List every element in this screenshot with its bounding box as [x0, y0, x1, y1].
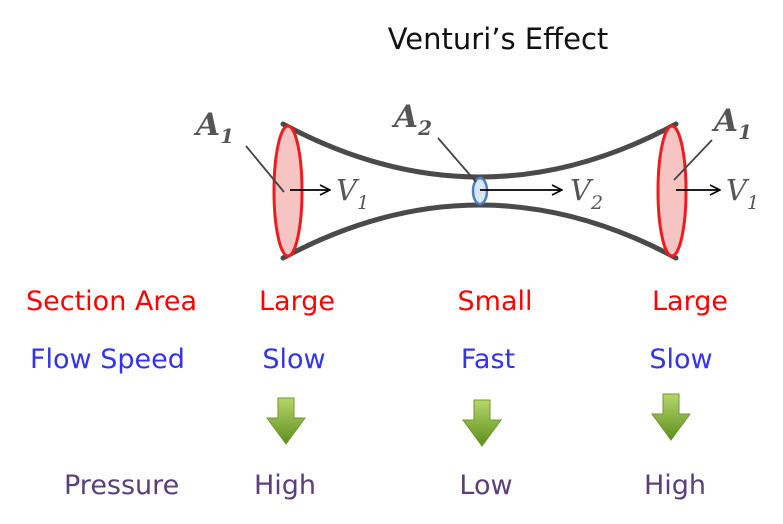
flow-speed-row: Flow Speed Slow Fast Slow	[30, 344, 713, 375]
flow-speed-left-value: Slow	[262, 344, 325, 375]
section-area-label: Section Area	[26, 286, 197, 317]
right-cross-section	[656, 124, 688, 258]
tube-bottom-wall	[280, 202, 679, 261]
section-area-row: Section Area Large Small Large	[26, 286, 728, 317]
left-area-label: A1	[193, 107, 234, 148]
pressure-throat-value: Low	[459, 470, 512, 501]
left-cross-section	[272, 124, 304, 258]
section-area-left-value: Large	[259, 286, 335, 317]
right-pressure-down-arrow	[651, 393, 691, 441]
tube-top-wall	[280, 121, 679, 180]
pressure-left-value: High	[254, 470, 316, 501]
right-velocity-label: V1	[726, 173, 759, 214]
right-area-label: A1	[711, 103, 752, 144]
pressure-row: Pressure High Low High	[64, 470, 706, 501]
section-area-throat-value: Small	[458, 286, 533, 317]
throat-area-leader-line	[437, 137, 477, 183]
flow-speed-label: Flow Speed	[30, 344, 185, 375]
left-velocity-label: V1	[336, 173, 369, 214]
flow-speed-right-value: Slow	[649, 344, 712, 375]
throat-cross-section	[471, 176, 489, 206]
left-pressure-down-arrow	[266, 397, 306, 445]
pressure-label: Pressure	[64, 470, 179, 501]
flow-speed-throat-value: Fast	[461, 344, 515, 375]
right-area-leader-line	[673, 139, 713, 181]
pressure-right-value: High	[644, 470, 706, 501]
throat-area-label: A2	[391, 99, 432, 140]
section-area-right-value: Large	[652, 286, 728, 317]
throat-pressure-down-arrow	[462, 399, 502, 447]
throat-velocity-label: V2	[570, 173, 603, 214]
left-area-leader-line	[245, 145, 285, 193]
diagram-title: Venturi’s Effect	[388, 22, 609, 56]
